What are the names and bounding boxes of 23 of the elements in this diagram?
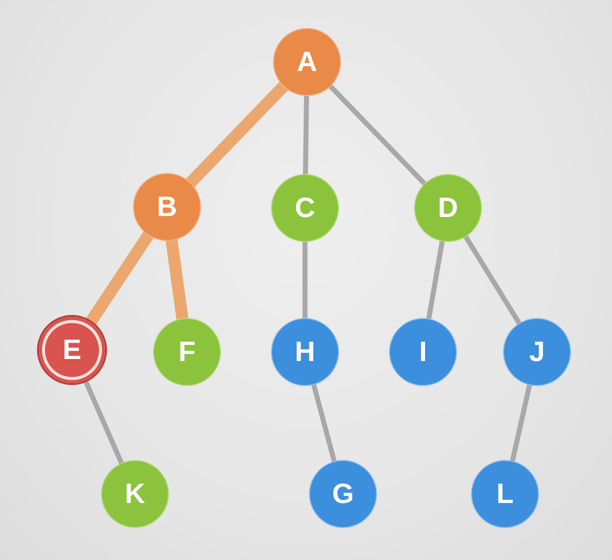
tree-node: B: [134, 174, 200, 240]
tree-edge: [166, 238, 188, 320]
tree-edge: [186, 82, 288, 188]
tree-edge: [463, 234, 522, 326]
tree-node: E: [39, 317, 105, 383]
tree-node: L: [472, 461, 538, 527]
tree-edge: [82, 379, 124, 465]
tree-node: D: [415, 175, 481, 241]
tree-node: H: [272, 319, 338, 385]
tree-edge: [302, 94, 310, 176]
tree-node: C: [272, 175, 338, 241]
tree-node: A: [274, 29, 340, 95]
tree-node: K: [102, 461, 168, 527]
tree-edge: [426, 240, 445, 320]
tree-node: G: [310, 461, 376, 527]
tree-node: F: [154, 319, 220, 385]
tree-edge: [302, 241, 308, 319]
tree-edge: [328, 84, 427, 186]
tree-node: J: [504, 319, 570, 385]
tree-edge: [510, 384, 532, 462]
tree-edge: [85, 231, 154, 326]
tree-node: I: [390, 319, 456, 385]
tree-edge: [311, 383, 337, 463]
